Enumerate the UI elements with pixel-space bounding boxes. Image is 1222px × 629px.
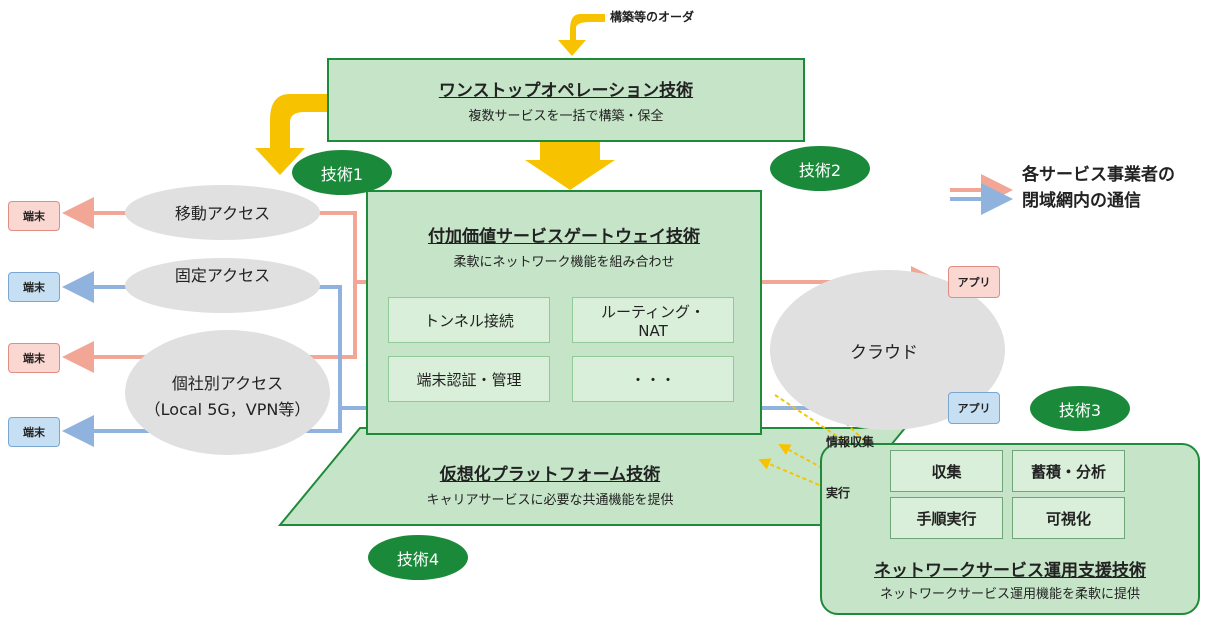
platform-subtitle: キャリアサービスに必要な共通機能を提供 xyxy=(426,493,674,508)
execute-label: 実行 xyxy=(826,486,851,500)
module-etc: ・・・ xyxy=(572,356,734,402)
terminal-tag: 端末 xyxy=(8,272,60,302)
private-access-ellipse xyxy=(125,330,330,455)
order-arrow xyxy=(558,14,605,56)
onestop-subtitle: 複数サービスを一括で構築・保全 xyxy=(468,109,664,124)
tech2-bubble: 技術2 xyxy=(770,146,870,191)
gateway-subtitle: 柔軟にネットワーク機能を組み合わせ xyxy=(453,255,675,270)
module-terminal-auth: 端末認証・管理 xyxy=(388,356,550,402)
tech1-bubble: 技術1 xyxy=(292,150,392,195)
gateway-title: 付加価値サービスゲートウェイ技術 xyxy=(428,227,700,247)
opsupport-subtitle: ネットワークサービス運用機能を柔軟に提供 xyxy=(879,587,1140,602)
order-label: 構築等のオーダ xyxy=(610,10,695,24)
gateway-box: 付加価値サービスゲートウェイ技術 柔軟にネットワーク機能を組み合わせ トンネル接… xyxy=(366,190,762,435)
legend-line2: 閉域網内の通信 xyxy=(1022,191,1141,211)
opsupport-title: ネットワークサービス運用支援技術 xyxy=(874,561,1146,581)
onestop-title: ワンストップオペレーション技術 xyxy=(438,81,694,101)
fixed-access-label: 固定アクセス xyxy=(174,266,271,285)
module-store-analyze: 蓄積・分析 xyxy=(1012,450,1125,492)
fixed-access-ellipse xyxy=(125,258,320,313)
platform-title: 仮想化プラットフォーム技術 キャリアサービスに必要な共通機能を提供 xyxy=(300,460,800,508)
module-visualize: 可視化 xyxy=(1012,497,1125,539)
terminal-tag: 端末 xyxy=(8,417,60,447)
private-access-label: 個社別アクセス xyxy=(171,374,284,393)
mobile-access-ellipse xyxy=(125,185,320,240)
down-arrow xyxy=(525,142,615,190)
opsupport-box xyxy=(820,443,1200,615)
app-tag: アプリ xyxy=(948,266,1000,298)
info-collect-label: 情報収集 xyxy=(826,435,875,449)
private-access-sublabel: （Local 5G，VPN等） xyxy=(144,400,311,419)
tech4-bubble: 技術4 xyxy=(368,535,468,580)
terminal-tag: 端末 xyxy=(8,343,60,373)
cloud-label: クラウド xyxy=(850,343,918,363)
left-curve-arrow xyxy=(255,94,327,175)
mobile-access-label: 移動アクセス xyxy=(174,204,271,223)
module-procedure-exec: 手順実行 xyxy=(890,497,1003,539)
onestop-box: ワンストップオペレーション技術 複数サービスを一括で構築・保全 xyxy=(327,58,805,142)
module-tunnel: トンネル接続 xyxy=(388,297,550,343)
tech3-bubble: 技術3 xyxy=(1030,386,1130,431)
module-routing-nat: ルーティング・ NAT xyxy=(572,297,734,343)
app-tag: アプリ xyxy=(948,392,1000,424)
terminal-tag: 端末 xyxy=(8,201,60,231)
legend-line1: 各サービス事業者の xyxy=(1022,165,1175,185)
module-collect: 収集 xyxy=(890,450,1003,492)
opsupport-title-wrap: ネットワークサービス運用支援技術 ネットワークサービス運用機能を柔軟に提供 xyxy=(825,556,1195,602)
